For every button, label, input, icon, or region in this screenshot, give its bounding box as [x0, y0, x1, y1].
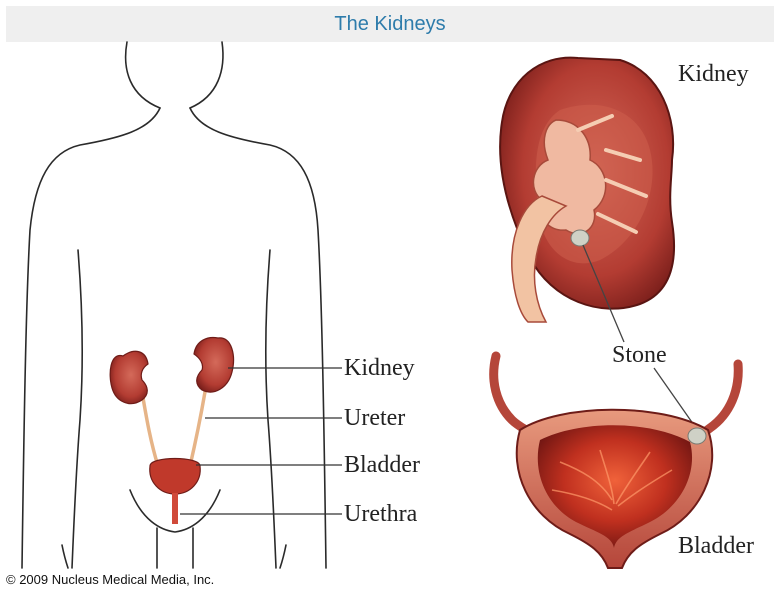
- ureters: [142, 392, 205, 466]
- right-kidney: [194, 338, 233, 392]
- kidney-cross-section: [500, 58, 674, 322]
- label-body-kidney: Kidney: [344, 356, 415, 380]
- label-body-urethra: Urethra: [344, 502, 417, 526]
- label-detail-stone: Stone: [612, 343, 667, 367]
- label-detail-kidney: Kidney: [678, 62, 749, 86]
- urethra: [172, 493, 178, 524]
- left-kidney: [110, 351, 148, 403]
- label-detail-bladder: Bladder: [678, 534, 754, 558]
- label-body-ureter: Ureter: [344, 406, 405, 430]
- label-body-bladder: Bladder: [344, 453, 420, 477]
- copyright-credit: © 2009 Nucleus Medical Media, Inc.: [6, 572, 214, 587]
- bladder: [150, 459, 200, 495]
